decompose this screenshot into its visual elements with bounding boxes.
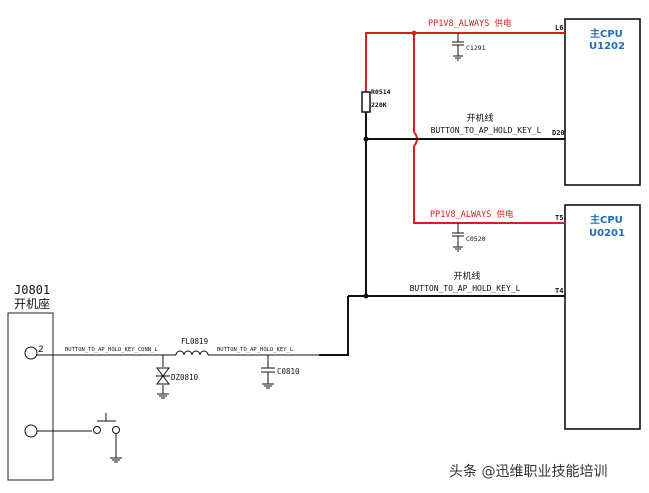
pin-t5: T5 [555, 214, 563, 222]
signal-junction-top [363, 136, 369, 142]
cpu-top-label: 主CPU [590, 27, 623, 40]
net-bottom-cn: 开机线 [453, 270, 480, 282]
power-junction-top [411, 30, 417, 36]
power-rail-top-label: PP1V8_ALWAYS 供电 [428, 18, 512, 29]
cap-mid-symbol [452, 223, 464, 252]
diode-label: DZ0810 [171, 373, 199, 382]
connector-pin-2-label: 2 [38, 345, 44, 355]
cpu-bottom-ref: U0201 [589, 228, 625, 239]
net-top-name: BUTTON_TO_AP_HOLD_KEY_L [431, 126, 542, 135]
signal-junction-bottom [363, 293, 369, 299]
cap-bottom-label: C0810 [277, 367, 300, 376]
net-after-filter-label: BUTTON_TO_AP_HOLD_KEY_L [217, 347, 294, 353]
filter-inductor [175, 350, 209, 356]
connector-label: 开机座 [14, 296, 50, 311]
conn-signal-wires [37, 354, 319, 432]
pin-l6: L6 [555, 24, 563, 32]
filter-label: FL0819 [181, 337, 208, 346]
resistor-ref: R0514 [371, 88, 391, 96]
cpu-top-ref: U1202 [589, 41, 625, 52]
cap-top-label: C1291 [466, 44, 486, 52]
cpu-bottom-box [564, 204, 641, 430]
diode-symbol [156, 367, 170, 399]
connector-ref: J0801 [14, 283, 50, 297]
net-bottom-name: BUTTON_TO_AP_HOLD_KEY_L [410, 284, 521, 293]
cap-top-symbol [452, 33, 464, 61]
connector-pin-1 [24, 424, 38, 438]
pin-t4: T4 [555, 287, 563, 295]
pin-d20: D20 [552, 129, 565, 137]
net-conn-label: BUTTON_TO_AP_HOLD_KEY_CONN_L [65, 347, 158, 353]
power-switch-symbol [93, 413, 122, 463]
cap-bottom-symbol [261, 367, 275, 389]
cpu-top-box [564, 18, 641, 186]
resistor-value: 220K [371, 101, 387, 109]
power-rail-bottom-label: PP1V8_ALWAYS 供电 [430, 209, 514, 220]
watermark-text: 头条 @迅维职业技能培训 [449, 463, 607, 480]
cpu-bottom-label: 主CPU [590, 213, 623, 226]
resistor-body [361, 91, 371, 113]
connector-body [7, 312, 54, 481]
connector-pin-2 [24, 346, 38, 360]
cap-mid-label: C0520 [466, 235, 486, 243]
net-top-cn: 开机线 [466, 112, 493, 124]
signal-wires [319, 112, 565, 356]
